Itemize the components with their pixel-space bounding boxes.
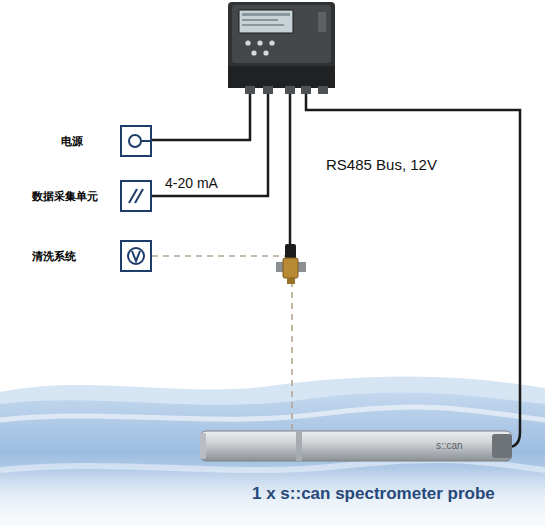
screen-line (242, 13, 290, 16)
valve-wire (289, 94, 292, 246)
probe-cap (492, 434, 512, 458)
probe-body (200, 431, 512, 461)
spectrometer-probe: s::can1 x s::can spectrometer probe (200, 430, 512, 462)
power-symbol (122, 127, 150, 155)
icon-box: 电源 (120, 125, 152, 157)
cable-gland (245, 86, 255, 94)
probe-window (296, 431, 302, 461)
valve-symbol-mark (132, 251, 140, 261)
signal-symbol (122, 182, 150, 210)
controller-button (269, 40, 274, 45)
controller-screen (239, 10, 293, 33)
controller-button (251, 50, 256, 55)
icon-label: 电源 (61, 135, 83, 148)
water-fade (0, 468, 545, 525)
valve-symbol-circle (128, 248, 144, 264)
probe-caption: 1 x s::can spectrometer probe (252, 484, 495, 504)
valve-symbol (122, 242, 150, 270)
icon-box: 清洗系统 (120, 240, 152, 272)
signal-wire (152, 94, 268, 196)
probe-symbol (200, 430, 512, 462)
bus-label: RS485 Bus, 12V (326, 156, 437, 173)
valve-coil (285, 244, 296, 259)
water-surface (0, 377, 545, 525)
icon-label: 清洗系统 (32, 250, 76, 263)
power-wire (152, 94, 250, 140)
cable-gland (301, 86, 311, 94)
water-body (0, 392, 545, 525)
signal-label: 4-20 mA (165, 175, 218, 191)
power-symbol-lead (141, 140, 150, 142)
water-wave (0, 407, 545, 420)
controller-housing (228, 2, 335, 88)
power-symbol-circle (129, 135, 141, 147)
cable-gland (263, 86, 273, 94)
dashed-hose (152, 256, 292, 430)
controller-base (228, 66, 335, 88)
icon-label: 数据采集单元 (32, 190, 98, 203)
screen-line (242, 19, 278, 21)
controller-button (257, 40, 262, 45)
controller-button (245, 40, 250, 45)
controller-button (263, 50, 268, 55)
bus-cable (306, 94, 520, 447)
valve-body (283, 258, 298, 278)
signal-symbol-stroke (135, 189, 143, 203)
screen-line (242, 24, 284, 26)
icon-box: 数据采集单元 (120, 180, 152, 212)
brand-mark: s::can (436, 440, 463, 452)
cable-gland (285, 86, 295, 94)
probe-tip (200, 433, 206, 459)
controller-panel (232, 5, 331, 63)
valve-outlet (287, 278, 295, 284)
cable-gland (318, 86, 328, 94)
controller-latch (318, 12, 326, 32)
